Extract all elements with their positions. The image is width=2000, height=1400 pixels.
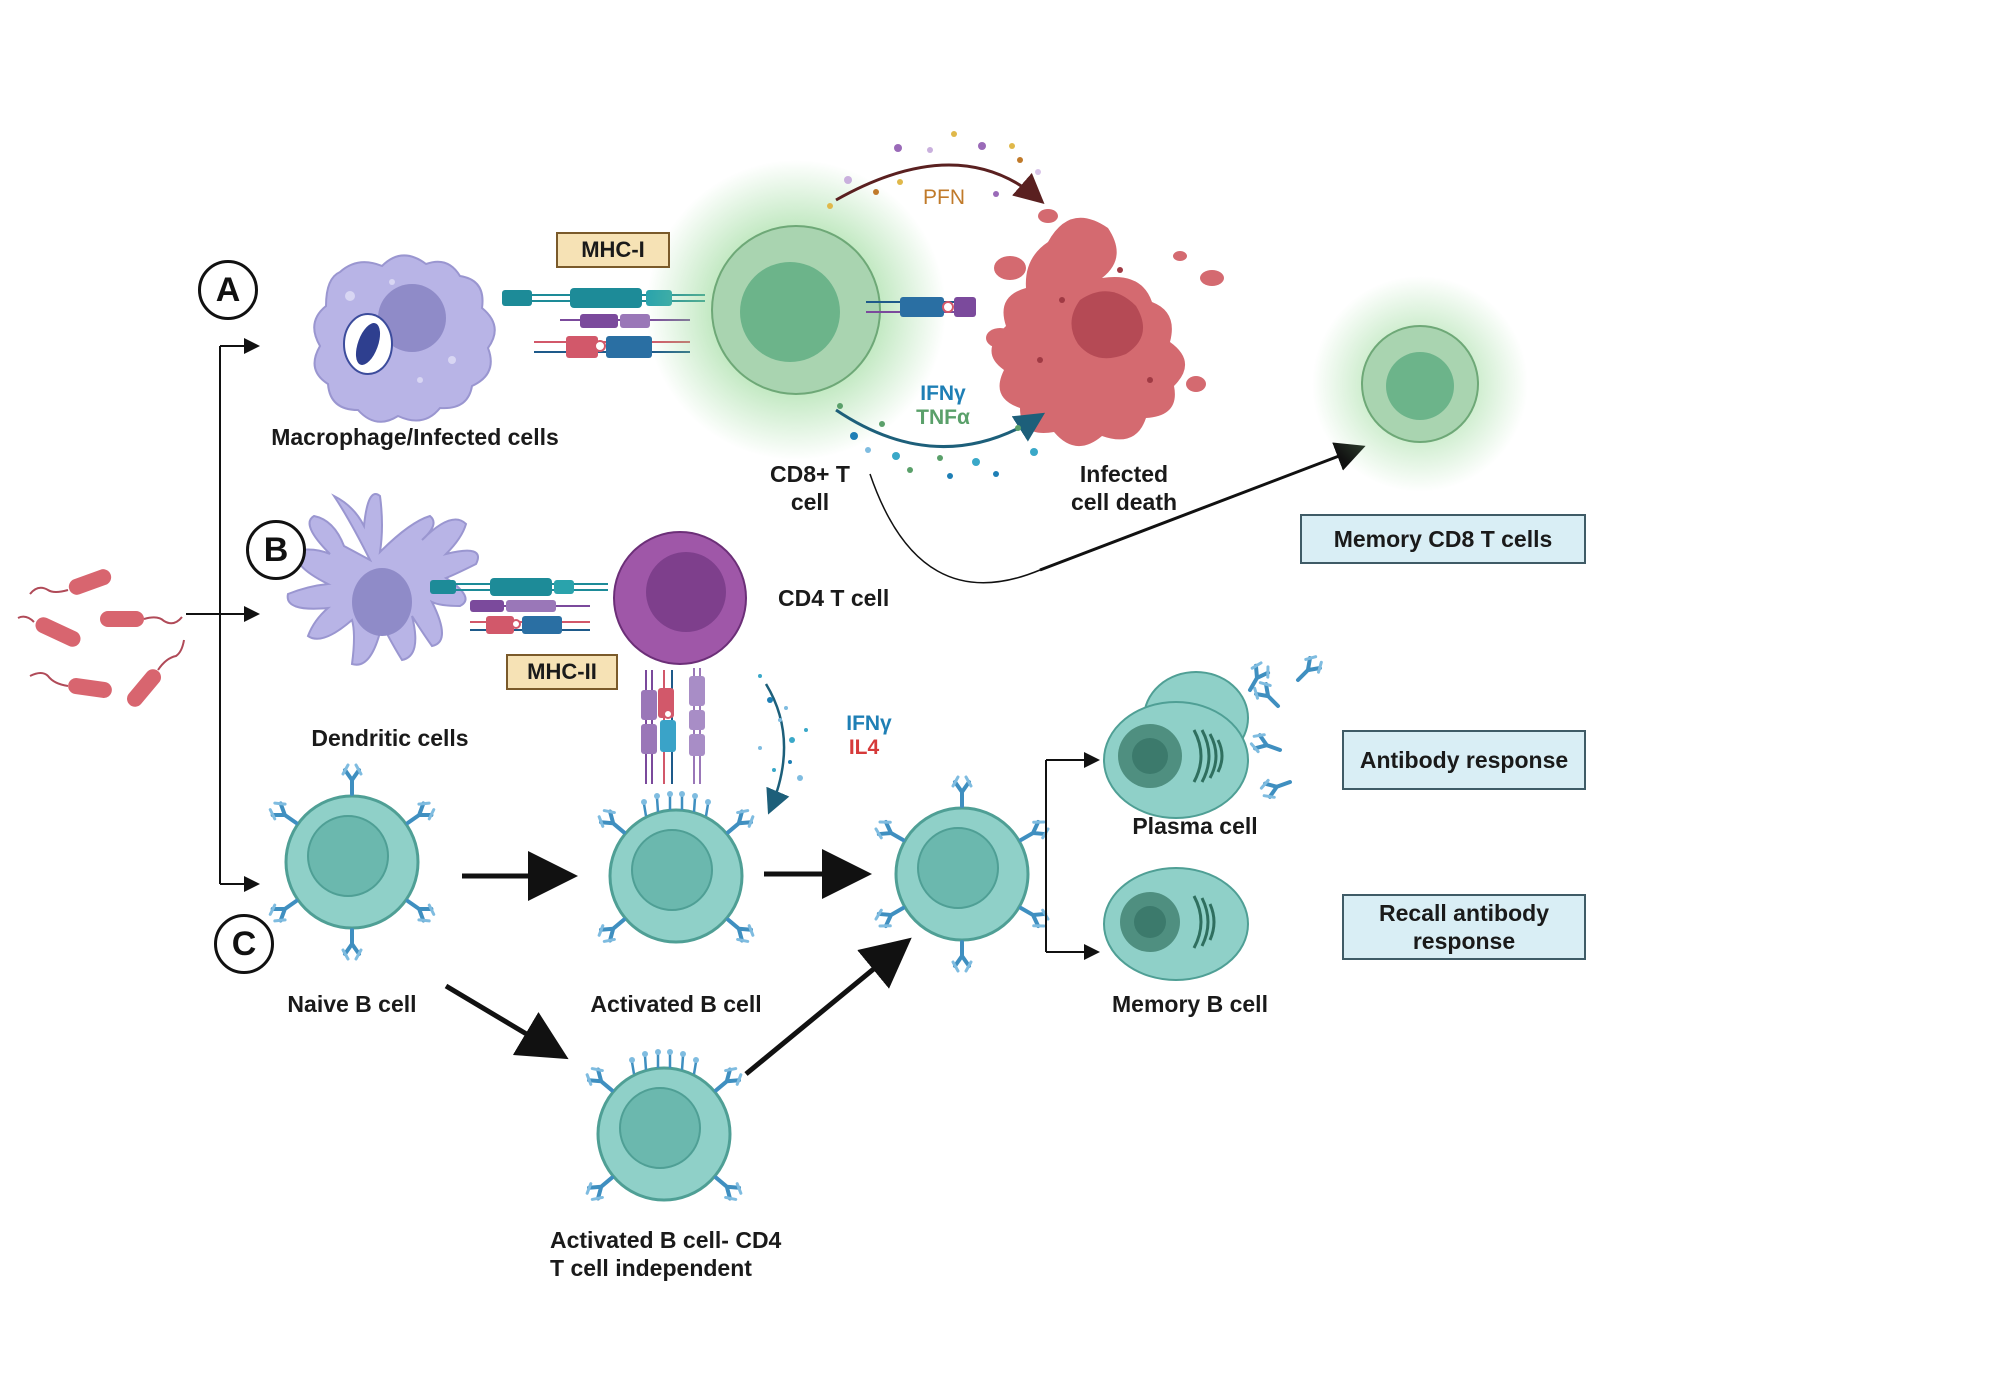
recall-antibody-box: Recall antibody response (1342, 894, 1586, 960)
memory-b-cell-icon (1103, 867, 1249, 981)
badge-c: C (214, 914, 274, 974)
activated-b-independent-label: Activated B cell- CD4 T cell independent (550, 1226, 781, 1282)
memory-cd8-arrow (869, 442, 1366, 584)
antibody-response-box: Antibody response (1342, 730, 1586, 790)
cd4-label: CD4 T cell (778, 585, 890, 611)
infected-cell-icon (986, 209, 1224, 447)
tnfa-label: TNFα (916, 406, 970, 429)
ifng-mid-label: IFNγ (846, 712, 892, 735)
antibody-icon (1240, 653, 1325, 803)
il4-label: IL4 (848, 736, 880, 759)
infected-death-line1: Infected (1079, 461, 1169, 487)
bacteria-icon (17, 569, 185, 707)
memory-b-label: Memory B cell (1112, 991, 1268, 1017)
badge-b: B (246, 520, 306, 580)
cd8-label-line1: CD8+ T (770, 461, 850, 487)
cd8-t-cell-icon (646, 160, 946, 460)
memory-cd8-icon (1312, 276, 1528, 492)
activated-b-cell-2-icon (871, 775, 1053, 973)
ifng-il4-arrow (758, 674, 808, 815)
memory-cd8-box: Memory CD8 T cells (1300, 514, 1586, 564)
bcell-pathway-arrows (444, 849, 912, 1076)
cd4-bcell-receptor-complex (641, 668, 705, 784)
dendritic-label: Dendritic cells (311, 725, 469, 751)
infected-death-label: Infected cell death (1036, 460, 1212, 516)
branch-arrows (186, 338, 260, 892)
badge-a: A (198, 260, 258, 320)
recall-antibody-line2: response (1412, 928, 1516, 954)
recall-antibody-line1: Recall antibody (1379, 900, 1549, 926)
infected-death-line2: cell death (1070, 489, 1178, 515)
ifng-top-label: IFNγ (920, 382, 966, 405)
pfn-arrow (827, 131, 1045, 209)
plasma-cell-icon (1103, 671, 1249, 819)
b-cell-icon (265, 763, 439, 961)
dendritic-cell-icon (286, 493, 479, 666)
macrophage-label: Macrophage/Infected cells (271, 424, 559, 450)
plasma-label: Plasma cell (1132, 813, 1258, 839)
activated-b-cell-icon (593, 791, 759, 948)
cd8-label: CD8+ T cell (746, 460, 874, 516)
cd8-synapse (866, 297, 976, 317)
mhc-class2-label: MHC-II (506, 654, 618, 690)
activated-b-independent-line2: T cell independent (550, 1255, 752, 1281)
mhc-tcr-complex-b (430, 578, 608, 634)
activated-b-independent-line1: Activated B cell- CD4 (550, 1227, 782, 1253)
plasma-memory-branch (1045, 752, 1100, 960)
ifng-tnfa-arrow (835, 403, 1046, 479)
cd4-t-cell-icon (613, 531, 747, 665)
mhc-class1-label: MHC-I (556, 232, 670, 268)
cd8-label-line2: cell (790, 489, 830, 515)
activated-b-label: Activated B cell (590, 991, 762, 1017)
naive-b-label: Naive B cell (287, 991, 417, 1017)
pfn-label: PFN (923, 186, 965, 209)
macrophage-icon (313, 254, 496, 423)
activated-b-cell-independent-icon (581, 1049, 747, 1206)
